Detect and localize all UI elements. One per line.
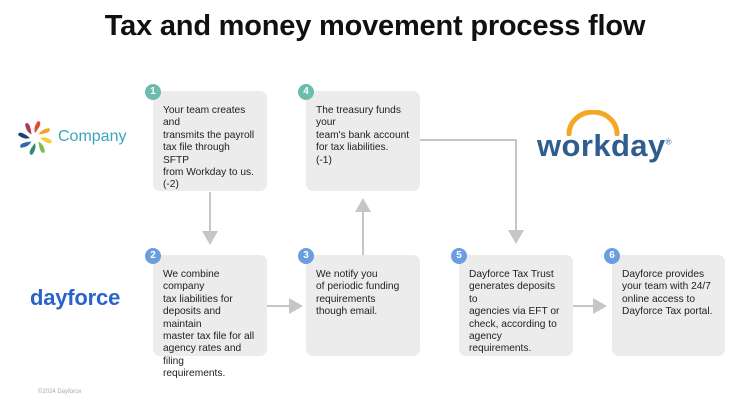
step-3-box: We notify you of periodic funding requir… xyxy=(306,255,420,356)
step-5-badge: 5 xyxy=(451,248,467,264)
company-logo-text: Company xyxy=(58,128,127,145)
step-5-text: Dayforce Tax Trust generates deposits to… xyxy=(469,269,560,355)
step-6-badge: 6 xyxy=(604,248,620,264)
step-2-text: We combine company tax liabilities for d… xyxy=(163,269,255,380)
step-4-badge: 4 xyxy=(298,84,314,100)
workday-registered-mark: ® xyxy=(665,137,672,147)
diagram-title: Tax and money movement process flow xyxy=(104,10,646,42)
copyright-text: ©2024 Dayforce xyxy=(38,389,82,395)
step-2-box: We combine company tax liabilities for d… xyxy=(153,255,267,379)
dayforce-logo: dayforce xyxy=(30,285,121,310)
step-3-badge: 3 xyxy=(298,248,314,264)
step-6-text: Dayforce provides your team with 24/7 on… xyxy=(622,269,713,318)
company-wheel-icon xyxy=(18,121,52,155)
step-6-box: Dayforce provides your team with 24/7 on… xyxy=(612,255,725,356)
company-logo: Company xyxy=(17,118,137,158)
step-5-box: Dayforce Tax Trust generates deposits to… xyxy=(459,255,573,356)
step-1-text: Your team creates and transmits the payr… xyxy=(163,105,255,191)
step-3-text: We notify you of periodic funding requir… xyxy=(316,269,400,318)
workday-logo-text: workday xyxy=(537,128,666,163)
step-4-text: The treasury funds your team's bank acco… xyxy=(316,105,410,166)
workday-logo: workday® xyxy=(537,110,672,164)
workday-arc-icon xyxy=(566,110,620,136)
arrow-step4-to-step5 xyxy=(420,139,524,244)
step-4-box: The treasury funds your team's bank acco… xyxy=(306,91,420,191)
step-1-box: Your team creates and transmits the payr… xyxy=(153,91,267,191)
step-1-badge: 1 xyxy=(145,84,161,100)
step-2-badge: 2 xyxy=(145,248,161,264)
